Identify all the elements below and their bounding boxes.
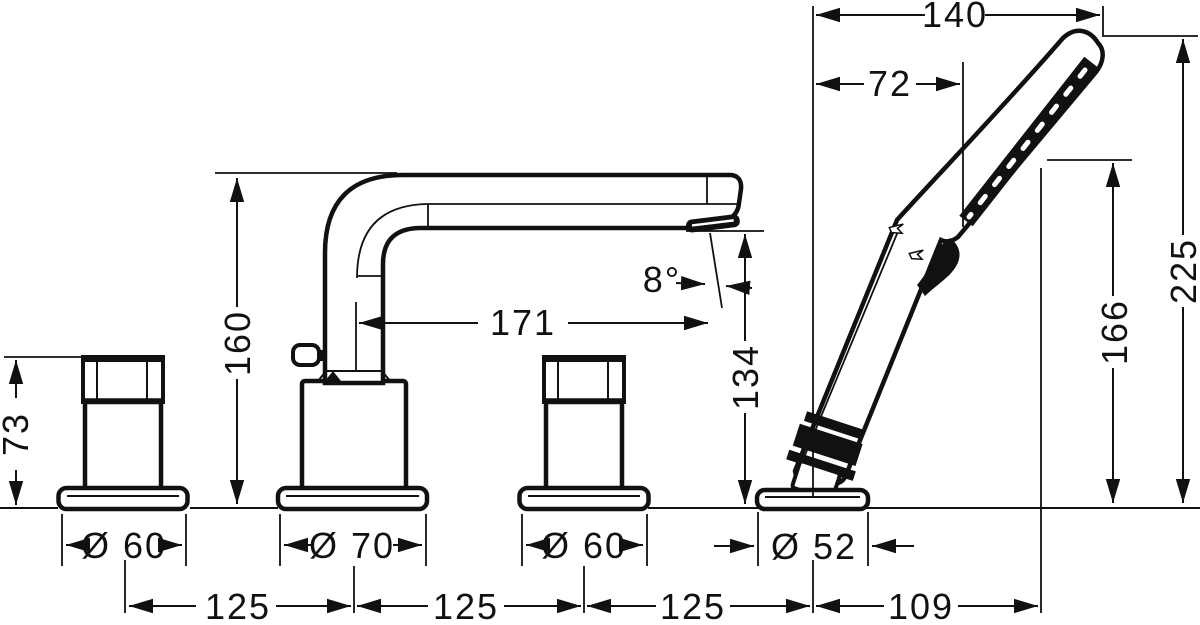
hand-shower bbox=[786, 28, 1105, 502]
dim-spacing-2-label: 125 bbox=[433, 586, 499, 625]
dim-spout-reach-label: 171 bbox=[490, 302, 556, 343]
dim-handshower-dia-label: Ø 52 bbox=[771, 526, 857, 567]
dim-spacing-1-label: 125 bbox=[205, 586, 271, 625]
dim-handle-height-label: 73 bbox=[0, 412, 36, 456]
dim-head-height-label: 166 bbox=[1094, 299, 1135, 365]
left-handle bbox=[81, 355, 165, 492]
dim-spacing-4-label: 109 bbox=[888, 586, 954, 625]
spout-outlet bbox=[686, 214, 740, 233]
dim-right-handle-dia-label: Ø 60 bbox=[541, 525, 627, 566]
dim-top-width-label: 140 bbox=[922, 0, 988, 35]
diverter-knob bbox=[291, 343, 321, 367]
right-handle bbox=[542, 355, 626, 492]
select-arrow-icon bbox=[888, 223, 904, 235]
dim-left-handle-dia-label: Ø 60 bbox=[81, 525, 167, 566]
dim-outlet-height-label: 134 bbox=[725, 344, 766, 410]
dim-spray-angle-label: 8° bbox=[643, 259, 681, 300]
dim-spout-base-dia-label: Ø 70 bbox=[309, 525, 395, 566]
dim-spout-height-label: 160 bbox=[217, 310, 258, 376]
spout-assembly bbox=[291, 172, 744, 493]
select-arrow-icon bbox=[908, 249, 924, 261]
dim-overall-height-label: 225 bbox=[1163, 238, 1200, 304]
base-flanges bbox=[56, 485, 871, 512]
dim-spacing-3-label: 125 bbox=[660, 586, 726, 625]
spout-pipe bbox=[322, 172, 744, 386]
spout-base-body bbox=[299, 378, 409, 493]
dim-head-offset-label: 72 bbox=[868, 63, 912, 104]
